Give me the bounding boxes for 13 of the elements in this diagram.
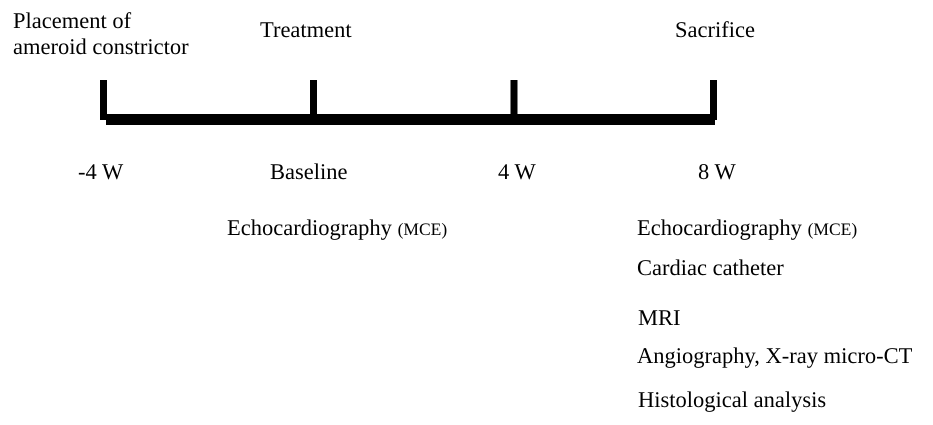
method-label: Echocardiography (MCE) [227,215,448,242]
event-label: Sacrifice [675,17,755,43]
method-label: Cardiac catheter [637,255,784,281]
event-label: Treatment [260,17,352,43]
time-label: 4 W [498,159,536,185]
method-label: Histological analysis [638,387,826,413]
event-label: Placement of ameroid constrictor [13,8,190,60]
method-label: MRI [638,305,681,331]
method-label: Echocardiography (MCE) [637,215,858,242]
time-label: Baseline [270,159,348,185]
time-label: -4 W [78,159,124,185]
method-label: Angiography, X-ray micro-CT [637,343,912,369]
time-label: 8 W [698,159,736,185]
